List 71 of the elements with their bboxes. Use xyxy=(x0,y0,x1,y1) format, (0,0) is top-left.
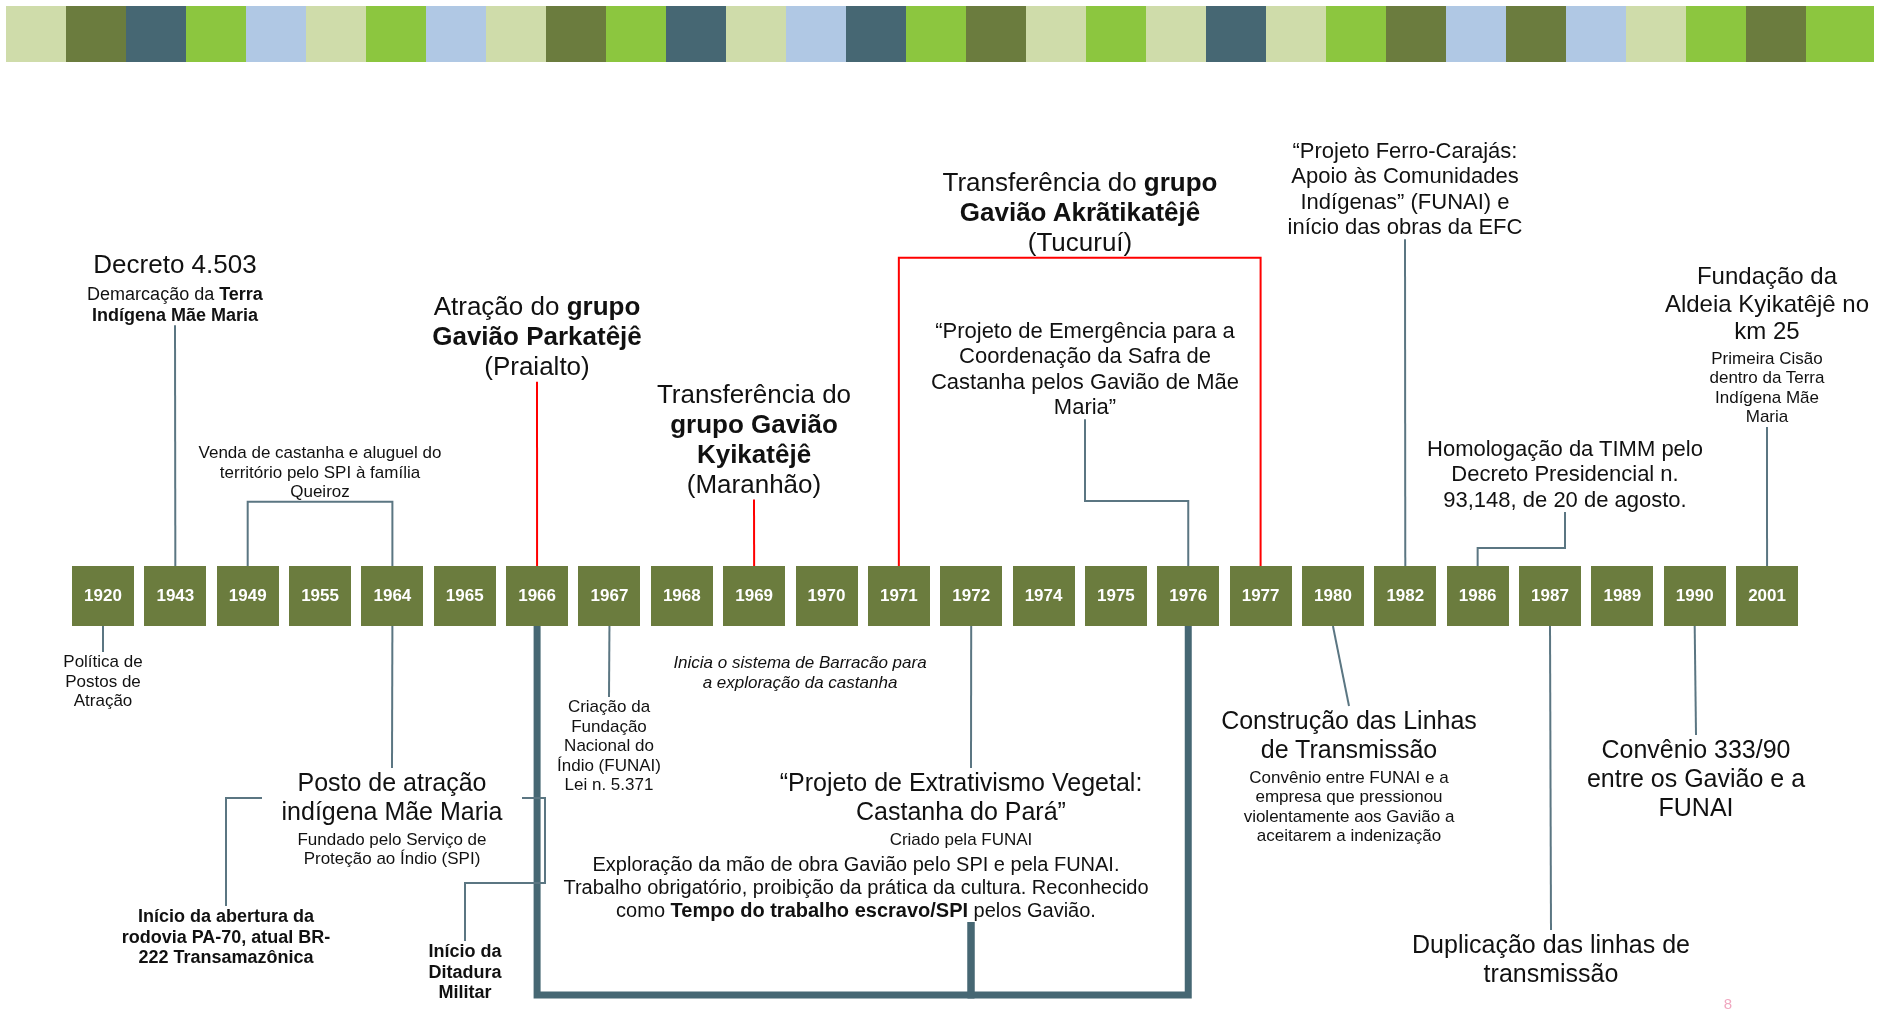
year-box: 1987 xyxy=(1519,566,1581,626)
year-box: 1990 xyxy=(1663,566,1726,626)
event-text: Posto de atração indígena Mãe Maria xyxy=(280,768,504,826)
year-box: 1977 xyxy=(1229,566,1292,626)
year-box: 1920 xyxy=(72,566,134,626)
bracket-line xyxy=(225,797,263,907)
event-text: Decreto 4.503 xyxy=(92,250,258,280)
bracket-line xyxy=(246,500,321,567)
event-text: Transferência do grupo Gavião Akrãtikatêjê (Tucuruí) xyxy=(915,168,1245,258)
year-box: 1964 xyxy=(361,566,424,626)
event-text: Início da abertura da rodovia PA-70, atual BR-222 Transamazônica xyxy=(121,906,331,969)
bracket-line xyxy=(897,256,1081,567)
event-note: Primeira Cisão dentro da Terra Indígena Mãe Maria xyxy=(1708,348,1826,427)
connector-line xyxy=(1331,625,1350,707)
event-text: Duplicação das linhas de transmissão xyxy=(1401,930,1701,988)
bracket-line xyxy=(967,626,1192,999)
event-text: Política de Postos de Atração xyxy=(43,652,163,711)
event-text: Início da Ditadura Militar xyxy=(405,941,525,1004)
year-box: 1965 xyxy=(433,566,496,626)
year-box: 1970 xyxy=(795,566,858,626)
event-text: “Projeto de Emergência para a Coordenação da Safra de Castanha pelos Gavião de Mãe Maria” xyxy=(920,318,1250,420)
event-text: Convênio 333/90 entre os Gavião e a FUNAI xyxy=(1571,735,1821,822)
connector-line xyxy=(102,625,104,653)
event-text: Transferência do grupo Gavião Kyikatêjê (Maranhão) xyxy=(639,380,869,500)
year-box: 1986 xyxy=(1446,566,1509,626)
year-box: 1982 xyxy=(1374,566,1437,626)
year-box: 1949 xyxy=(216,566,279,626)
event-text: Homologação da TIMM pelo Decreto Presidencial n. 93,148, de 20 de agosto. xyxy=(1420,436,1710,512)
connector-line xyxy=(174,324,177,567)
event-text: Venda de castanha e aluguel do território pelo SPI à família Queiroz xyxy=(195,443,445,502)
event-note: Demarcação da Terra Indígena Mãe Maria xyxy=(86,283,264,326)
year-box: 1966 xyxy=(506,566,569,626)
connector-line xyxy=(1084,418,1190,567)
event-note: Criado pela FUNAI xyxy=(888,829,1034,850)
event-text: Atração do grupo Gavião Parkatêjê (Praialto) xyxy=(407,292,667,382)
event-text: “Projeto Ferro-Carajás: Apoio às Comunidades Indígenas” (FUNAI) e início das obras da EFC xyxy=(1275,138,1535,240)
year-box: 1974 xyxy=(1012,566,1075,626)
event-note: Convênio entre FUNAI e a empresa que pressionou violentamente aos Gavião a aceitarem a indenização xyxy=(1242,767,1456,846)
year-box: 1967 xyxy=(578,566,641,626)
event-note: Exploração da mão de obra Gavião pelo SPI e pela FUNAI. Trabalho obrigatório, proibição da prática da cultura. Reconhecido como Tempo do trabalho escravo/SPI pelos Gavião. xyxy=(562,853,1150,923)
connector-line xyxy=(464,797,546,942)
connector-line xyxy=(1549,625,1552,931)
event-text: Criação da Fundação Nacional do Índio (FUNAI) Lei n. 5.371 xyxy=(546,697,672,795)
year-box: 2001 xyxy=(1736,566,1799,626)
connector-line xyxy=(1766,425,1769,567)
connector-line xyxy=(391,625,394,769)
year-box: 1943 xyxy=(144,566,207,626)
connector-line xyxy=(753,498,756,567)
year-box: 1971 xyxy=(867,566,930,626)
year-box: 1980 xyxy=(1301,566,1364,626)
year-box: 1975 xyxy=(1084,566,1147,626)
event-text: “Projeto de Extrativismo Vegetal: Castanha do Pará” xyxy=(778,768,1144,826)
event-note: Fundado pelo Serviço de Proteção ao Índio (SPI) xyxy=(296,829,488,869)
year-box: 1955 xyxy=(289,566,352,626)
year-box: 1972 xyxy=(940,566,1003,626)
connector-line xyxy=(536,380,539,567)
note-text: Inicia o sistema de Barracão para a exploração da castanha xyxy=(672,653,928,693)
connector-line xyxy=(608,625,611,698)
connector-line xyxy=(1476,510,1566,567)
event-text: Construção das Linhas de Transmissão xyxy=(1220,706,1478,764)
bracket-line xyxy=(319,500,394,567)
connector-line xyxy=(1693,625,1697,736)
year-box: 1968 xyxy=(650,566,713,626)
connector-line xyxy=(970,625,973,769)
connector-line xyxy=(1404,238,1407,567)
event-text: Fundação da Aldeia Kyikatêjê no km 25 xyxy=(1663,262,1871,345)
bracket-line xyxy=(1079,256,1262,567)
year-box: 1989 xyxy=(1591,566,1654,626)
year-box: 1976 xyxy=(1157,566,1220,626)
page-number: 8 xyxy=(1722,995,1734,1012)
year-box: 1969 xyxy=(723,566,786,626)
